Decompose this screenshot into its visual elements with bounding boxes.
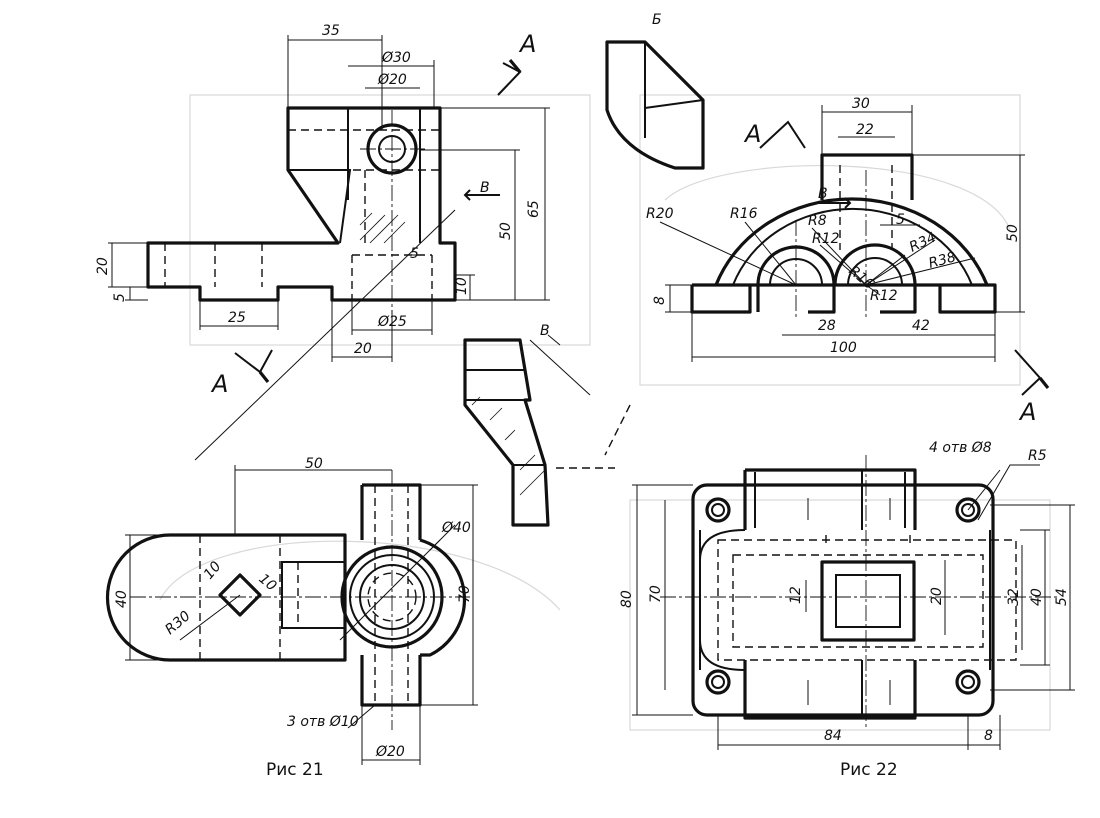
fig22-cut-b: B	[818, 186, 828, 202]
fig21-cut-a-bottom: A	[210, 370, 228, 398]
fig22-dim-r12b: R12	[870, 288, 898, 304]
fig21-dim-phi20: Ø20	[377, 72, 407, 88]
fig21-cut-b: B	[480, 180, 490, 196]
fig22-top-dim-40: 40	[1029, 588, 1045, 606]
fig21-dim-35: 35	[322, 23, 340, 39]
fig21-dim-65: 65	[526, 200, 542, 218]
fig22-dim-5: 5	[896, 212, 905, 228]
fig21-top-dim-10a: 10	[201, 559, 225, 583]
fig22-dim-50: 50	[1005, 224, 1021, 242]
fig21-dim-10: 10	[454, 277, 470, 295]
fig21-top-dim-40: 40	[114, 590, 130, 608]
fig22-top-dim-8: 8	[984, 728, 993, 744]
fig22-dim-r20: R20	[646, 206, 674, 222]
fig22-cut-a-top: A	[743, 120, 761, 148]
fig21-front-outline	[146, 106, 457, 302]
fig21-dim-phi30: Ø30	[381, 50, 411, 66]
fig21-dim-20: 20	[95, 257, 111, 275]
fig22-dim-r12a: R12	[812, 231, 840, 247]
fig21-dim-phi25: Ø25	[377, 314, 407, 330]
fig22-dim-r8: R8	[808, 213, 827, 229]
fig22-top-dim-84: 84	[824, 728, 842, 744]
fig21-dim-50: 50	[498, 222, 514, 240]
fig22-dim-30: 30	[852, 96, 870, 112]
ghost-background	[159, 94, 1051, 731]
fig22-view-b: Б	[605, 12, 705, 170]
fig21-dim-5b: 5	[410, 246, 419, 262]
fig22-dim-42: 42	[912, 318, 930, 334]
fig22-dim-r38: R38	[927, 249, 958, 272]
fig22-top-dim-12: 12	[788, 586, 804, 604]
fig22-dim-8: 8	[652, 296, 668, 305]
fig22-dim-r34: R34	[907, 229, 939, 255]
fig22-top-dim-32: 32	[1006, 588, 1022, 606]
fig21-top-holes-note: 3 отв Ø10	[287, 714, 359, 730]
fig21-section-b: B	[463, 323, 591, 527]
fig22-cut-a-bottom: A	[1018, 398, 1036, 426]
fig22-dim-r16: R16	[730, 206, 758, 222]
fig22-top-dim-20: 20	[929, 587, 945, 605]
fig21-front-view: 35 Ø30 Ø20 65 50 20 5 25 10 Ø25 20 5 A A…	[95, 23, 550, 461]
fig22-dim-28: 28	[818, 318, 836, 334]
fig21-dim-20b: 20	[354, 341, 372, 357]
fig22-top-dim-r5: R5	[1028, 448, 1047, 464]
fig22-arch-outer	[714, 197, 989, 286]
fig21-top-dim-70: 70	[457, 585, 473, 603]
fig21-square-hole	[218, 573, 262, 617]
fig21-top-dim-phi20: Ø20	[375, 744, 405, 760]
fig22-dim-22: 22	[856, 122, 874, 138]
fig22-dim-100: 100	[830, 340, 857, 356]
fig22-top-window	[820, 560, 916, 642]
fig22-view-b-label: Б	[652, 12, 662, 28]
fig22-top-dim-54: 54	[1054, 588, 1070, 606]
fig21-dim-5: 5	[112, 293, 128, 302]
fig21-top-outline	[105, 533, 347, 662]
fig21-top-dim-10b: 10	[255, 571, 279, 595]
fig21-top-view: 50 Ø40 40 70 R30 10 10 3 отв Ø10 Ø20	[105, 456, 478, 765]
fig22-front-view: 30 22 50 R20 R16 R8 R12 5 R34 R38 R16 R1…	[646, 96, 1050, 426]
fig22-top-view: 4 отв Ø8 R5 80 70 12 20 32 40 54 84 8	[619, 440, 1075, 750]
fig21-cut-a-top: A	[518, 30, 536, 58]
fig22-top-plate	[691, 483, 995, 717]
fig22-top-dim-80: 80	[619, 590, 635, 608]
fig21-top-dim-phi40: Ø40	[441, 520, 471, 536]
fig21-section-b-label: B	[540, 323, 550, 339]
fig22-top-dim-70: 70	[648, 585, 664, 603]
fig21-dim-25: 25	[228, 310, 246, 326]
fig21-caption: Рис 21	[266, 760, 324, 780]
fig21-top-dim-50: 50	[305, 456, 323, 472]
fig22-caption: Рис 22	[840, 760, 898, 780]
fig22-top-holes-note: 4 отв Ø8	[929, 440, 992, 456]
